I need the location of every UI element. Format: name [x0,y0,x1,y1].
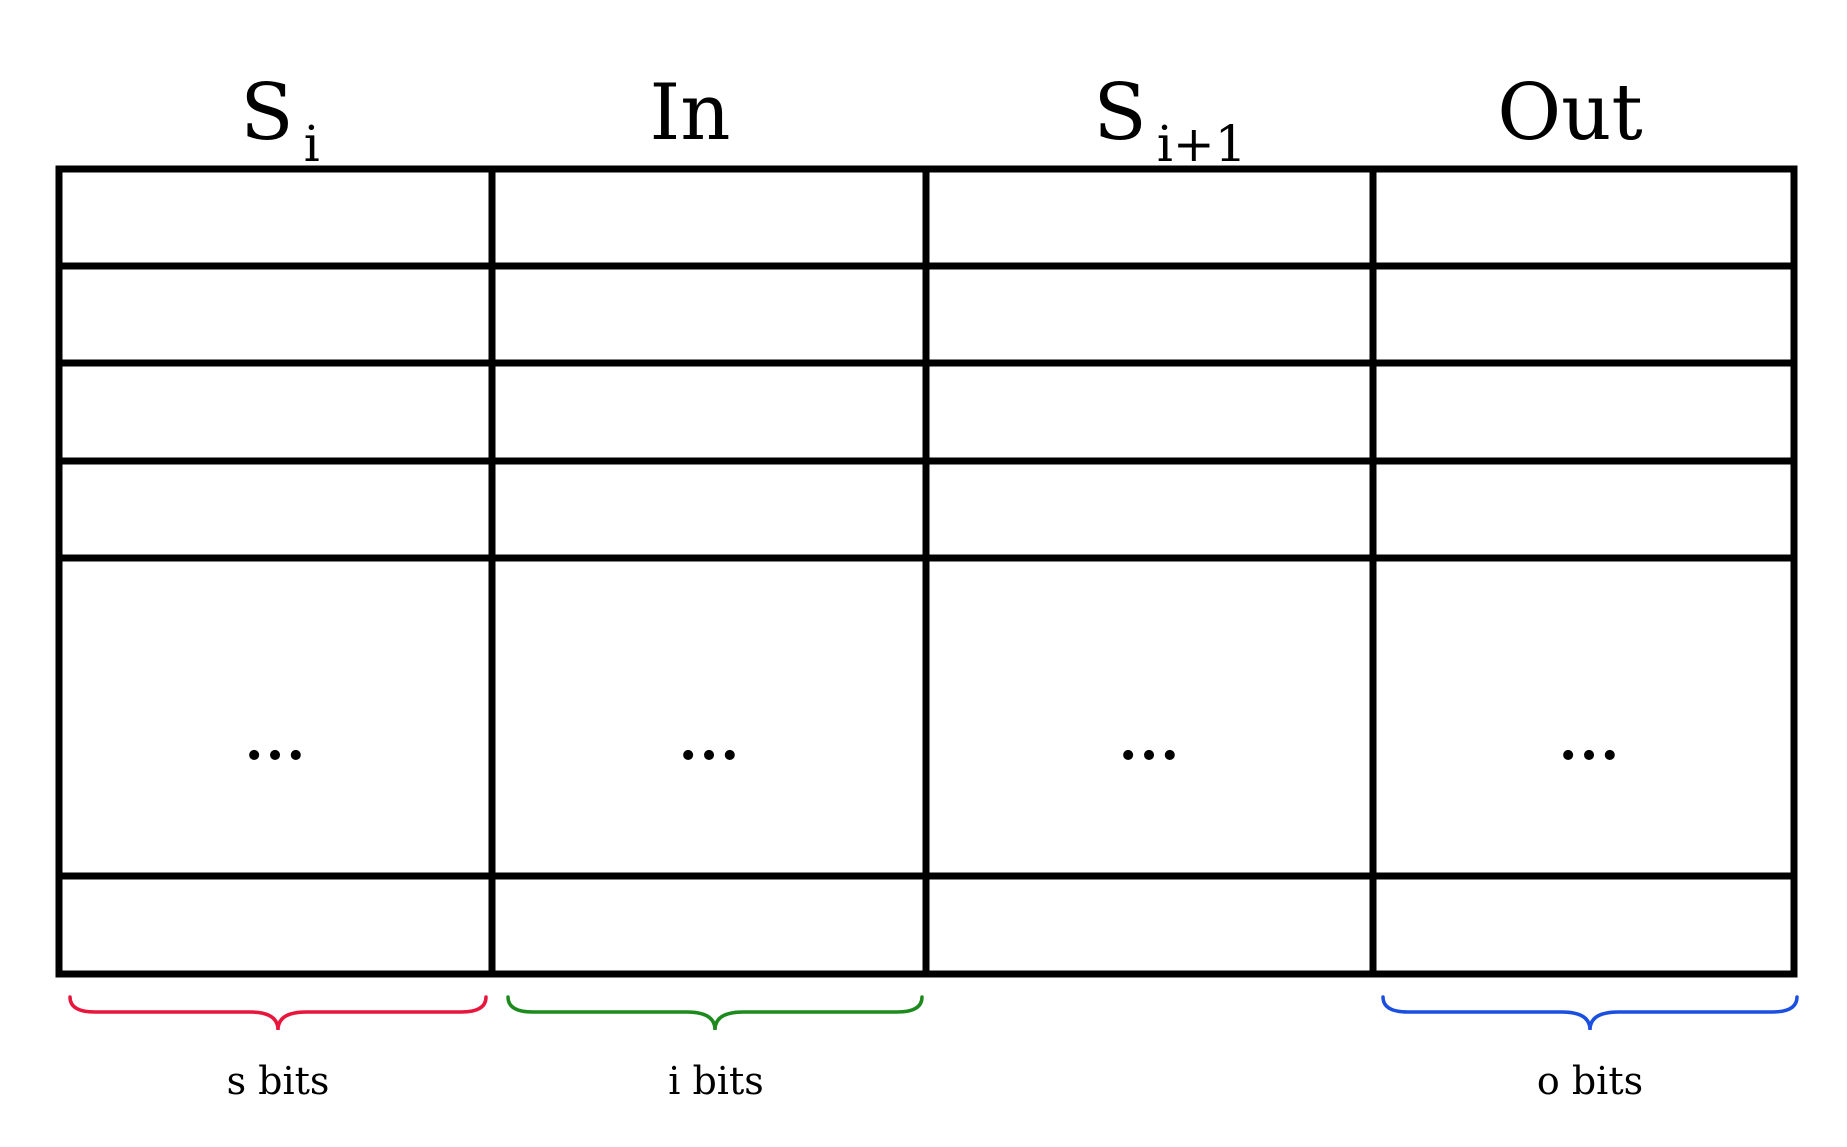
header-out: Out [1460,58,1680,168]
table-lines [55,165,1798,978]
label-i-bits: i bits [668,1059,764,1103]
header-s-i-plus-1-sub: i+1 [1156,115,1247,173]
brace-i-bits [506,995,924,1031]
label-s-bits: s bits [226,1059,330,1103]
brace-s-bits [68,995,488,1031]
ellipsis-col-4: ... [1558,708,1622,772]
header-in-main: In [649,68,731,158]
ellipsis-col-3: ... [1118,708,1182,772]
header-in: In [610,58,770,168]
header-out-main: Out [1497,68,1643,158]
ellipsis-col-2: ... [678,708,742,772]
header-s-i-main: S [240,68,294,158]
header-s-i-plus-1-main: S [1093,68,1147,158]
ellipsis-col-1: ... [244,708,308,772]
label-o-bits: o bits [1536,1059,1644,1103]
brace-o-bits [1381,995,1799,1031]
header-s-i-sub: i [303,115,320,173]
